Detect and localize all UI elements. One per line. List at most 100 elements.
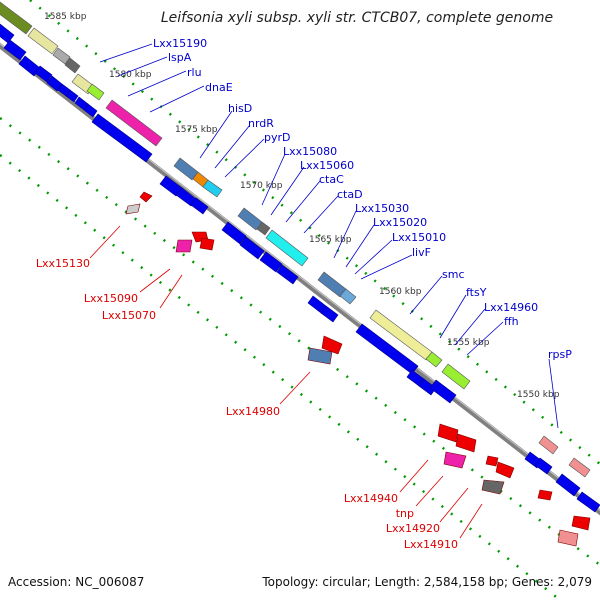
cds-feature	[91, 113, 153, 163]
leader-line	[214, 124, 251, 169]
leader-line	[415, 475, 444, 507]
cds-feature	[534, 457, 553, 475]
gene-label-forward: dnaE	[205, 81, 233, 94]
scale-label: 1580 kbp	[109, 70, 152, 80]
feature-block	[64, 57, 81, 74]
gene-label-forward: ctaD	[337, 188, 363, 201]
leader-line	[285, 180, 321, 223]
cds-feature	[495, 461, 515, 479]
leader-line	[439, 487, 469, 523]
cds-feature	[455, 433, 477, 453]
leader-line	[459, 503, 483, 539]
reverse-label-leaders	[89, 225, 483, 539]
gene-label-reverse: Lxx14940	[344, 492, 398, 505]
leader-line	[360, 254, 413, 280]
leader-line	[439, 294, 467, 339]
leader-line	[159, 274, 183, 309]
scale-label: 1555 kbp	[447, 338, 490, 348]
cds-feature	[437, 423, 459, 443]
leader-line	[399, 459, 429, 493]
gene-label-reverse: Lxx14910	[404, 538, 458, 551]
leader-line	[345, 224, 375, 268]
feature-block	[538, 435, 559, 455]
gene-label-reverse: Lxx15130	[36, 257, 90, 270]
leader-line	[409, 275, 443, 315]
forward-feature-blocks	[0, 1, 591, 478]
leader-line	[548, 358, 559, 429]
leader-line	[149, 85, 205, 113]
cds-feature	[429, 379, 457, 404]
gene-label-forward: Lxx15190	[153, 37, 207, 50]
gene-label-reverse: Lxx15090	[84, 292, 138, 305]
leader-line	[89, 225, 121, 259]
cds-feature	[65, 89, 79, 103]
leader-line	[99, 43, 153, 63]
gene-label-reverse: tnp	[396, 507, 414, 520]
leader-line	[354, 239, 393, 275]
map-title: Leifsonia xyli subsp. xyli str. CTCB07, …	[161, 10, 553, 26]
gene-label-reverse: Lxx14980	[226, 405, 280, 418]
leader-line	[454, 308, 486, 346]
cds-feature	[0, 23, 15, 44]
cds-feature	[355, 323, 419, 375]
cds-feature	[276, 264, 299, 285]
feature-block	[52, 47, 71, 65]
gene-label-reverse: Lxx14920	[386, 522, 440, 535]
leader-line	[261, 153, 286, 206]
feature-block	[86, 83, 105, 101]
leader-line	[466, 321, 504, 356]
feature-block	[0, 1, 33, 35]
gene-label-forward: Lxx15080	[283, 145, 337, 158]
scale-label: 1565 kbp	[309, 235, 352, 245]
cds-feature	[159, 175, 183, 197]
leader-line	[117, 56, 168, 77]
cds-feature	[555, 473, 581, 497]
cds-feature	[321, 335, 343, 355]
cds-feature	[3, 39, 27, 61]
gene-label-forward: ffh	[504, 315, 519, 328]
cds-feature	[46, 75, 63, 92]
genome-backbone	[0, 42, 600, 516]
gene-label-forward: rlu	[187, 66, 202, 79]
forward-label-leaders	[99, 43, 559, 429]
cds-feature	[537, 489, 553, 501]
gene-label-forward: pyrD	[264, 131, 291, 144]
cds-feature	[199, 237, 215, 251]
feature-block	[175, 239, 193, 253]
leader-line	[333, 210, 357, 259]
feature-block	[105, 99, 163, 147]
gene-label-forward: livF	[412, 246, 431, 259]
gene-label-forward: ctaC	[319, 173, 344, 186]
feature-block	[256, 221, 271, 236]
guide-line-reverse-outer	[0, 154, 561, 600]
scale-label: 1570 kbp	[240, 181, 283, 191]
forward-gene-labels: Lxx15190 lspA rlu dnaE hisD nrdR pyrD Lx…	[153, 37, 572, 361]
feature-block	[568, 457, 591, 478]
feature-block	[202, 179, 223, 198]
reverse-gene-labels: Lxx15130 Lxx15090 Lxx15070 Lxx14980 Lxx1…	[36, 257, 458, 551]
gene-label-forward: hisD	[228, 102, 252, 115]
leader-line	[139, 268, 171, 293]
cds-feature	[571, 515, 591, 531]
leader-line	[270, 166, 305, 216]
cds-feature	[190, 197, 209, 215]
cds-feature	[485, 455, 499, 467]
cds-feature	[139, 191, 153, 203]
cds-feature	[83, 103, 98, 118]
guide-line-forward-outer	[29, 0, 600, 465]
cds-feature	[221, 221, 247, 245]
feature-block	[307, 347, 333, 365]
gene-label-forward: nrdR	[248, 117, 274, 130]
scale-label: 1550 kbp	[517, 390, 560, 400]
feature-block	[317, 271, 347, 298]
cds-feature	[18, 55, 41, 77]
feature-block	[557, 529, 579, 547]
genome-summary-label: Topology: circular; Length: 2,584,158 bp…	[261, 575, 592, 589]
gene-label-forward: Lxx15010	[392, 231, 446, 244]
gene-label-forward: Lxx15020	[373, 216, 427, 229]
feature-block	[27, 27, 59, 55]
gene-label-forward: ftsY	[466, 286, 487, 299]
forward-cds-track	[0, 23, 600, 513]
